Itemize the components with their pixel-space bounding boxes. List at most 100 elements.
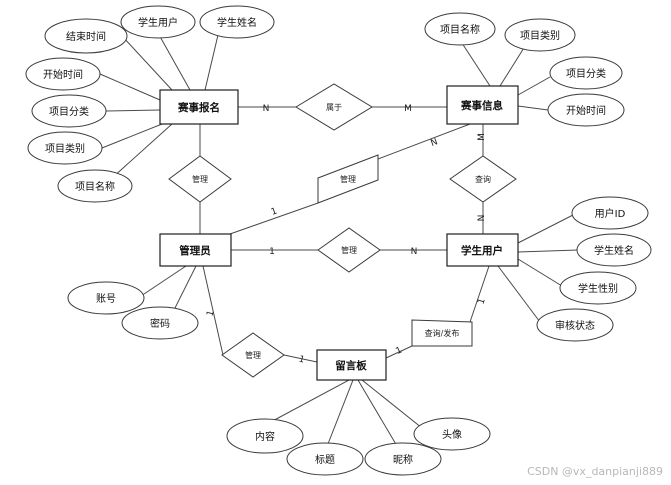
edge-board-attr-content	[266, 379, 350, 425]
attr-reg-student-name-label: 学生姓名	[217, 16, 257, 29]
entity-admin: 管理员	[159, 233, 232, 267]
rel-belongs-to: 属于	[295, 83, 373, 131]
rel-query-publish: 查询/发布	[411, 319, 473, 347]
edge-info-attr-category	[517, 76, 551, 96]
edge-student-attr-id	[517, 214, 574, 244]
attr-reg-end-time-label: 结束时间	[66, 30, 106, 43]
attr-info-category-label: 项目分类	[566, 67, 606, 80]
card-info-admin: N	[429, 137, 439, 149]
rel-belongs-to-label: 属于	[326, 103, 342, 112]
edge-manage-board	[283, 354, 318, 363]
edge-student-attr-status	[497, 265, 541, 323]
rel-query: 查询	[449, 155, 517, 203]
rel-manage-event-info-label: 管理	[340, 174, 356, 184]
rel-manage-student: 管理	[317, 227, 381, 273]
card-reg-belongs: N	[263, 104, 270, 114]
entity-registration-label: 赛事报名	[177, 101, 220, 114]
card-admin-info: 1	[270, 206, 279, 217]
rel-manage-event-info: 管理	[317, 154, 379, 204]
edge-manage-info-info	[377, 123, 471, 160]
attr-info-type: 项目类别	[504, 18, 576, 52]
rel-manage-top: 管理	[168, 155, 232, 203]
attr-student-gender: 学生性别	[559, 271, 637, 305]
attr-reg-student-name: 学生姓名	[199, 5, 275, 39]
entity-message-board: 留言板	[316, 349, 387, 381]
edge-info-attr-type	[499, 42, 528, 87]
edges	[99, 32, 579, 450]
attr-board-content: 内容	[226, 418, 304, 454]
attr-reg-name-label: 项目名称	[75, 180, 115, 193]
entity-registration: 赛事报名	[159, 89, 239, 125]
card-query-student: N	[477, 215, 487, 222]
edge-board-attr-nickname	[357, 379, 398, 447]
edge-board-query	[385, 345, 413, 359]
attr-board-title-label: 标题	[315, 454, 335, 466]
rel-manage-student-label: 管理	[341, 245, 357, 255]
attr-reg-type-label: 项目类别	[45, 142, 85, 155]
attr-board-avatar-label: 头像	[442, 429, 462, 441]
attr-student-id-label: 用户ID	[595, 207, 626, 220]
rel-query-publish-label: 查询/发布	[425, 328, 460, 338]
card-admin-board: 1	[205, 309, 216, 317]
card-admin-manage: 1	[269, 247, 275, 257]
attr-reg-name: 项目名称	[57, 169, 133, 203]
edge-reg-attr-type	[101, 123, 163, 149]
attr-info-category: 项目分类	[549, 56, 623, 90]
attr-reg-end-time: 结束时间	[44, 18, 128, 54]
attr-board-nickname-label: 昵称	[393, 453, 413, 466]
attr-student-gender-label: 学生性别	[578, 282, 618, 295]
attr-admin-account-label: 账号	[96, 293, 116, 305]
entity-student: 学生用户	[446, 233, 519, 267]
attr-student-id: 用户ID	[571, 196, 649, 230]
edge-reg-attr-start-time	[99, 73, 161, 101]
edge-admin-attr-account	[137, 265, 187, 299]
rel-query-label: 查询	[475, 174, 491, 184]
edge-admin-manage-board	[202, 265, 224, 356]
entity-admin-label: 管理员	[179, 244, 211, 257]
attr-admin-password: 密码	[121, 306, 199, 340]
attr-info-name: 项目名称	[424, 12, 496, 46]
attr-info-start-time: 开始时间	[547, 93, 625, 127]
attr-reg-category-label: 项目分类	[49, 105, 89, 118]
edge-info-attr-start-time	[517, 105, 549, 111]
attr-reg-category: 项目分类	[31, 94, 107, 128]
edge-reg-attr-category	[105, 109, 161, 112]
attr-student-status: 审核状态	[536, 308, 614, 342]
attr-board-title: 标题	[286, 442, 364, 476]
attr-reg-start-time-label: 开始时间	[43, 68, 83, 81]
attr-info-start-time-label: 开始时间	[566, 104, 606, 117]
edge-student-attr-name	[517, 249, 579, 253]
attr-board-content-label: 内容	[255, 430, 275, 443]
attr-info-type-label: 项目类别	[520, 29, 560, 42]
card-belongs-event: M	[404, 104, 412, 114]
attr-reg-type: 项目类别	[27, 131, 103, 165]
edge-board-attr-title	[325, 379, 354, 450]
entity-student-label: 学生用户	[461, 244, 503, 257]
card-manage-student: N	[411, 247, 418, 257]
rel-manage-top-label: 管理	[192, 174, 208, 184]
rel-manage-board-label: 管理	[245, 350, 261, 360]
attr-reg-start-time: 开始时间	[25, 57, 101, 91]
edge-info-attr-name	[459, 39, 491, 87]
edge-query-student-publish	[469, 265, 490, 323]
edge-reg-attr-student-user	[157, 32, 191, 91]
entity-message-board-label: 留言板	[335, 359, 367, 372]
entity-event-info: 赛事信息	[446, 85, 519, 125]
edge-reg-attr-name	[111, 123, 173, 179]
card-student-query: 1	[476, 297, 487, 306]
attr-student-name: 学生姓名	[576, 233, 652, 267]
attr-board-avatar: 头像	[413, 417, 491, 451]
attr-student-status-label: 审核状态	[555, 319, 595, 332]
attr-admin-account: 账号	[67, 281, 145, 315]
attr-reg-student-user-label: 学生用户	[138, 16, 178, 29]
card-board-admin: 1	[297, 354, 305, 365]
card-event-query: M	[477, 133, 487, 141]
entity-event-info-label: 赛事信息	[460, 99, 503, 112]
edge-admin-manage-info	[229, 202, 319, 235]
attr-board-nickname: 昵称	[364, 442, 442, 476]
edge-board-attr-avatar	[361, 379, 428, 433]
edge-reg-attr-student-name	[204, 34, 219, 91]
edge-student-attr-gender	[517, 258, 563, 287]
attr-reg-student-user: 学生用户	[120, 5, 196, 39]
